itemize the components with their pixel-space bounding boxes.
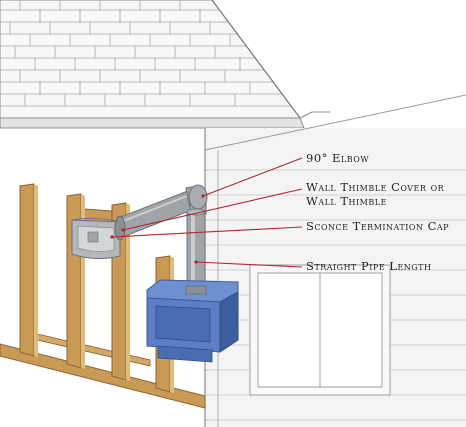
leader-dots — [110, 194, 205, 264]
label-sconce-termination-cap: Sconce Termination Cap — [306, 219, 450, 233]
vent-pipe — [114, 184, 208, 293]
label-wall-thimble-line1: Wall Thimble Cover or — [306, 180, 445, 194]
leader-lines — [111, 157, 303, 268]
window — [249, 264, 391, 396]
roof — [0, 0, 330, 129]
straight-pipe — [186, 211, 206, 293]
wood-stove — [146, 279, 239, 363]
stud-1 — [19, 183, 35, 357]
label-straight-pipe-length: Straight Pipe Length — [306, 259, 432, 273]
bottom-plate — [0, 343, 206, 409]
leader-thimble — [122, 188, 303, 231]
roof-shingles — [0, 0, 292, 107]
leader-sconce — [111, 226, 303, 238]
sconce-termination-cap — [71, 217, 121, 260]
house-side-wall — [204, 94, 466, 427]
label-wall-thimble-line2: Wall Thimble — [306, 194, 387, 208]
leader-pipe — [195, 261, 303, 268]
wall-thimble-cover — [114, 215, 126, 241]
leader-elbow — [202, 157, 303, 197]
label-90-elbow: 90° Elbow — [306, 151, 370, 165]
